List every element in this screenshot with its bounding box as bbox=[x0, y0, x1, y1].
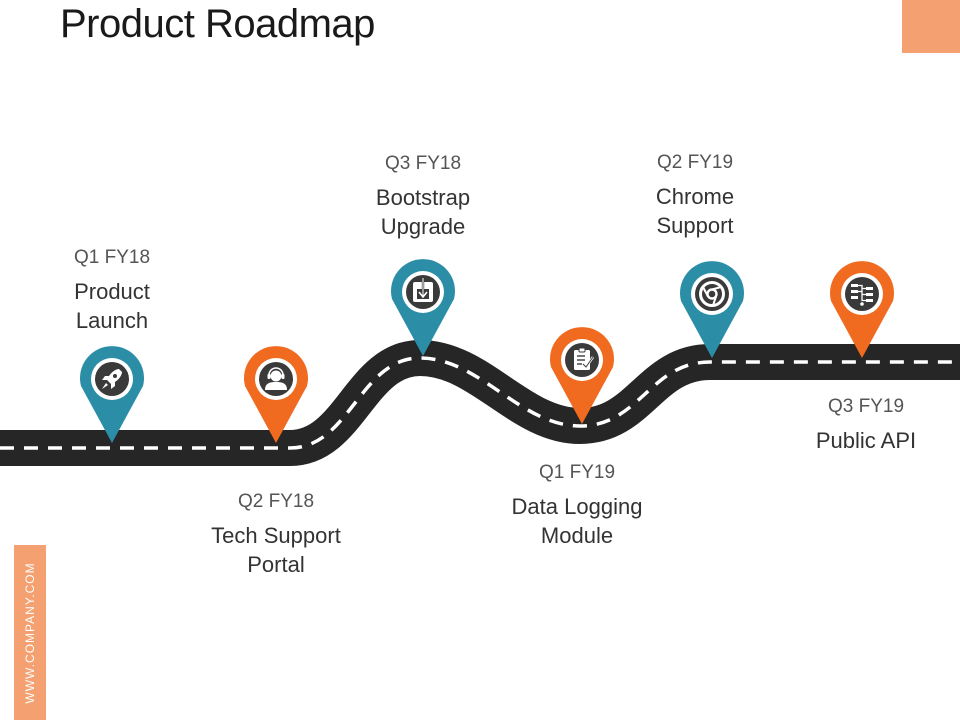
milestone-quarter: Q3 FY19 bbox=[827, 396, 905, 417]
milestone-name-line: Tech Support bbox=[211, 523, 341, 548]
milestone-quarter: Q2 FY19 bbox=[656, 152, 734, 173]
milestone-pin bbox=[680, 261, 744, 358]
milestone-name-line: Portal bbox=[247, 552, 305, 577]
corner-accent-box bbox=[902, 0, 960, 53]
milestone-name-line: Product bbox=[74, 279, 150, 304]
milestone-pin bbox=[244, 346, 308, 443]
milestone-name-line: Upgrade bbox=[380, 214, 466, 239]
website-side-tab: WWW.COMPANY.COM bbox=[14, 545, 46, 720]
website-text: WWW.COMPANY.COM bbox=[23, 561, 37, 704]
milestone-pin bbox=[830, 261, 894, 358]
milestone-pin bbox=[550, 327, 614, 424]
api-flow-icon bbox=[851, 284, 873, 306]
milestone-pin bbox=[391, 259, 455, 356]
milestone-pins bbox=[80, 259, 894, 443]
milestone-quarter: Q1 FY19 bbox=[538, 462, 616, 483]
milestone-quarter: Q1 FY18 bbox=[73, 247, 151, 268]
milestone-name-line: Public API bbox=[815, 428, 917, 453]
milestone-pin bbox=[80, 346, 144, 443]
download-box-icon bbox=[413, 278, 433, 302]
milestone-name-line: Chrome bbox=[655, 184, 735, 209]
milestone-quarter: Q2 FY18 bbox=[237, 491, 315, 512]
road bbox=[0, 339, 960, 466]
page-title: Product Roadmap bbox=[60, 2, 375, 46]
milestone-quarter: Q3 FY18 bbox=[384, 153, 462, 174]
support-agent-icon bbox=[265, 367, 287, 390]
milestone-name-line: Data Logging bbox=[511, 494, 643, 519]
milestone-name-line: Support bbox=[656, 213, 734, 238]
chrome-icon bbox=[699, 281, 725, 307]
milestone-name-line: Launch bbox=[75, 308, 149, 333]
milestone-name-line: Bootstrap bbox=[375, 185, 471, 210]
milestone-name-line: Module bbox=[540, 523, 614, 548]
rocket-icon bbox=[102, 369, 122, 389]
milestone-name: Public API bbox=[771, 426, 960, 455]
clipboard-check-icon bbox=[574, 347, 595, 370]
